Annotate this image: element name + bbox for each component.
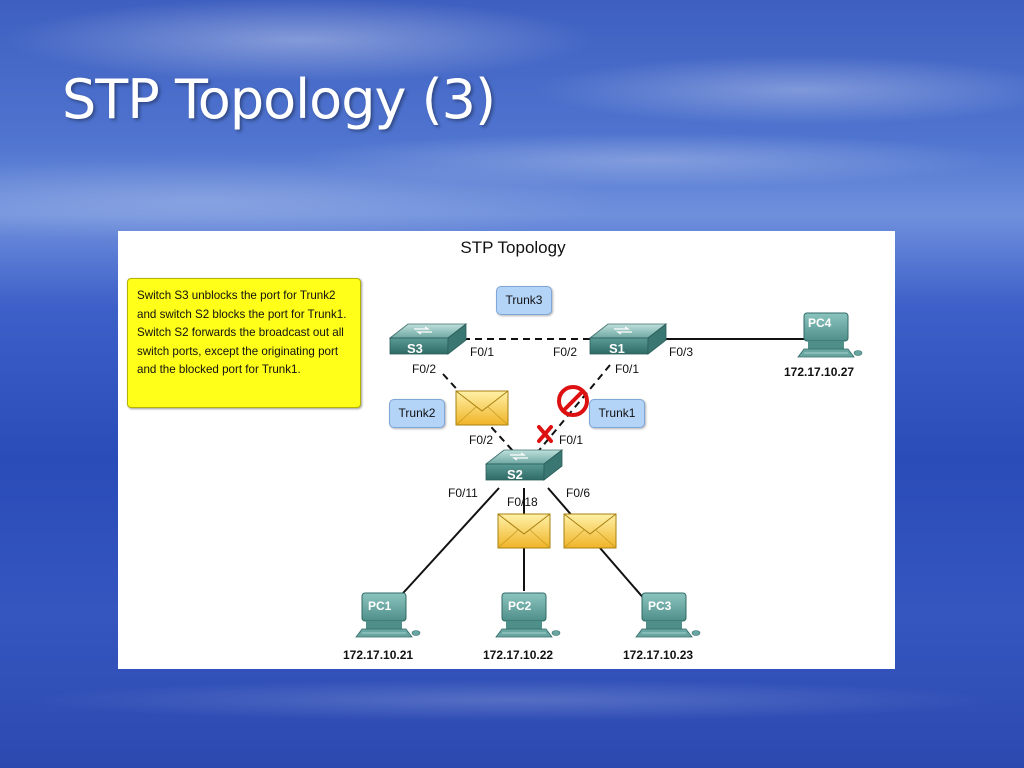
port-label: F0/1 (615, 362, 640, 376)
switch-s1-icon (589, 323, 667, 355)
trunk1-label: Trunk1 (589, 399, 645, 428)
switch-s2-icon (485, 449, 563, 481)
trunk3-label: Trunk3 (496, 286, 552, 315)
pc4-label: PC4 (808, 316, 832, 330)
envelope-icon-trunk2 (455, 390, 509, 426)
port-label: F0/1 (470, 345, 495, 359)
slide-title: STP Topology (3) (62, 68, 496, 131)
switch-s3-label: S3 (407, 341, 423, 356)
port-label: F0/11 (448, 486, 478, 500)
pc1-ip: 172.17.10.21 (343, 648, 414, 662)
diagram-panel: STP Topology Switch S3 unblocks the port… (118, 231, 895, 669)
switch-s3-icon (389, 323, 467, 355)
s2-pc1-link (393, 487, 500, 604)
port-label: F0/2 (553, 345, 578, 359)
envelope-icon-pc2 (497, 513, 551, 549)
port-label: F0/6 (566, 486, 591, 500)
port-label: F0/2 (412, 362, 437, 376)
trunk1-link (530, 364, 611, 461)
pc1-label: PC1 (368, 599, 392, 613)
envelope-icon-pc3 (563, 513, 617, 549)
x-mark-icon (537, 425, 553, 443)
pc4-ip: 172.17.10.27 (784, 365, 855, 379)
pc3-label: PC3 (648, 599, 672, 613)
topology-svg (355, 312, 863, 638)
pc2-label: PC2 (508, 599, 532, 613)
switch-s2-label: S2 (507, 467, 523, 482)
pc3-ip: 172.17.10.23 (623, 648, 694, 662)
pc2-ip: 172.17.10.22 (483, 648, 554, 662)
port-label: F0/3 (669, 345, 694, 359)
blocked-port-icon (557, 385, 589, 417)
diagram-title: STP Topology (460, 238, 566, 257)
explanation-note: Switch S3 unblocks the port for Trunk2 a… (127, 278, 361, 408)
port-label: F0/2 (469, 433, 494, 447)
trunk2-link (442, 373, 524, 463)
port-label: F0/1 (559, 433, 584, 447)
port-label: F0/18 (507, 495, 538, 509)
switch-s1-label: S1 (609, 341, 625, 356)
trunk2-label: Trunk2 (389, 399, 445, 428)
